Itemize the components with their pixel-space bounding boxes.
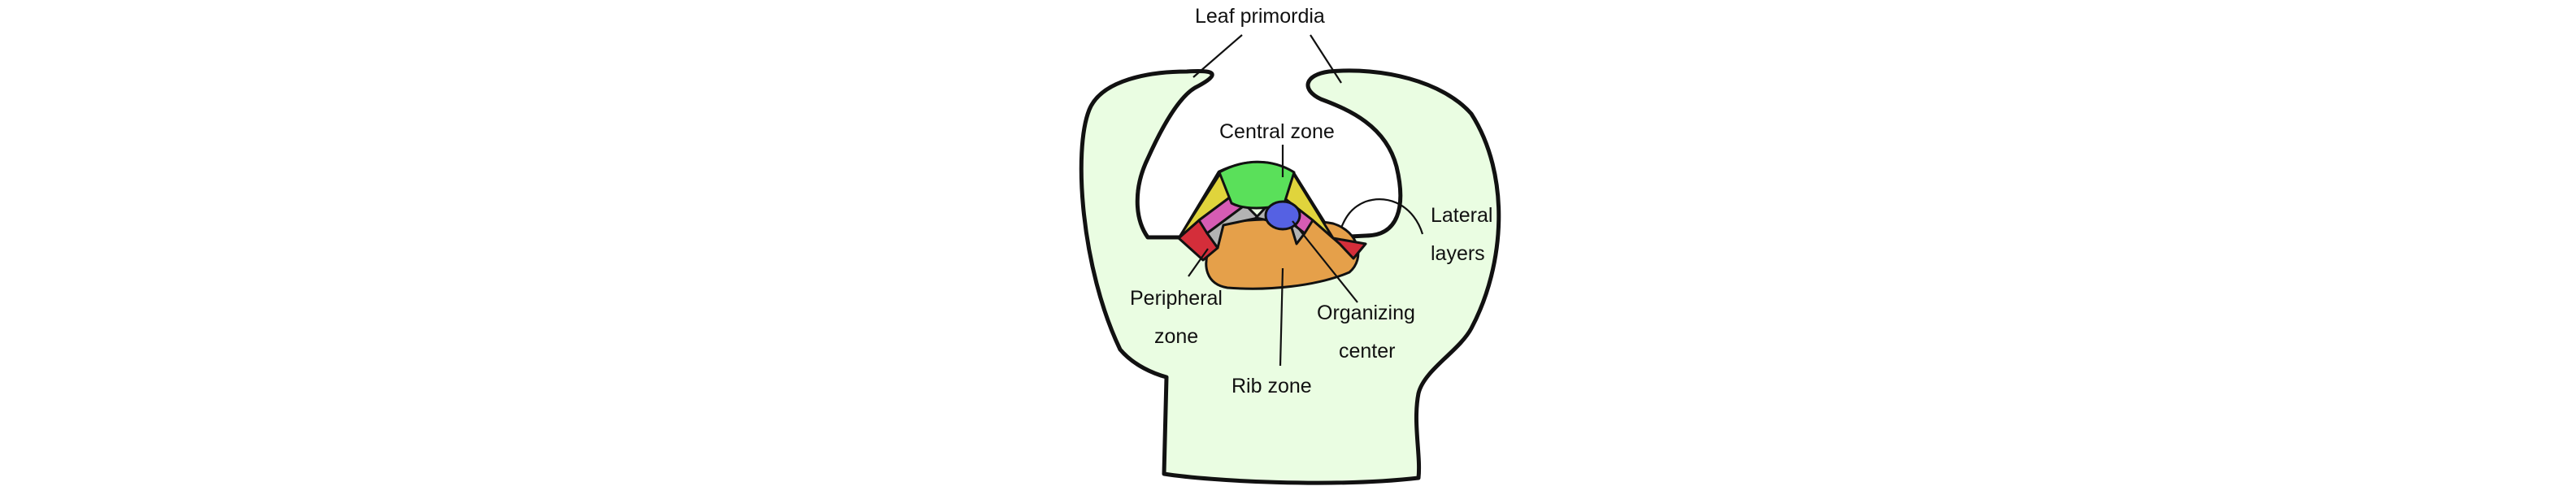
leader-line-leaf-left — [1192, 34, 1243, 78]
central-zone-region — [1218, 160, 1296, 210]
leader-line-peripheral-zone — [1188, 248, 1209, 277]
label-central-zone: Central zone — [1219, 120, 1335, 143]
label-lateral-layers-1: Lateral — [1431, 204, 1492, 227]
label-lateral-layers-2: layers — [1431, 242, 1485, 265]
leader-line-lateral-layers — [1340, 198, 1424, 235]
label-peripheral-zone-2: zone — [1154, 325, 1198, 348]
leader-line-rib-zone — [1279, 267, 1284, 367]
label-rib-zone: Rib zone — [1232, 375, 1312, 397]
leader-line-organizing-center — [1292, 220, 1358, 303]
label-peripheral-zone-1: Peripheral — [1130, 287, 1223, 310]
label-leaf-primordia: Leaf primordia — [1195, 5, 1325, 28]
label-organizing-center-2: center — [1339, 340, 1395, 363]
label-organizing-center-1: Organizing — [1317, 302, 1415, 324]
lateral-layer-left-gray — [1205, 203, 1260, 250]
organizing-center-region — [1264, 200, 1301, 231]
leader-line-leaf-right — [1310, 34, 1342, 84]
